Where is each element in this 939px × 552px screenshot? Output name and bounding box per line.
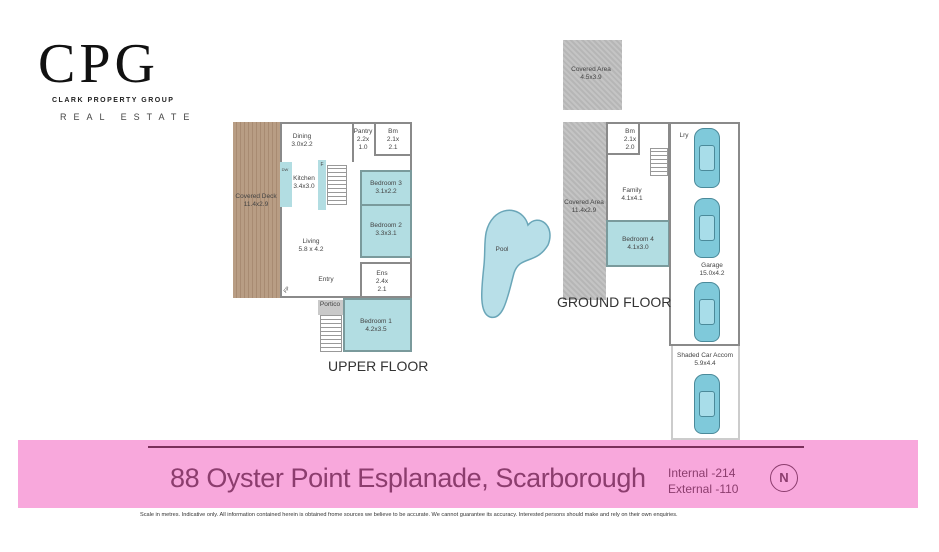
bedroom-4 [606,220,670,267]
address-band: 88 Oyster Point Esplanade, Scarborough I… [18,440,918,508]
garage-walls [669,122,740,346]
divider [148,446,804,448]
external-area: External -110 [668,482,739,496]
car-icon [694,198,720,258]
room-label: Portico [319,301,341,308]
upper-stairs-entry [320,315,342,352]
portico-area [318,300,343,315]
logo-letters: CPG [38,33,159,95]
car-icon [694,128,720,188]
car-icon [694,282,720,342]
room-label: Lry [679,132,689,139]
ground-floor-title: GROUND FLOOR [557,294,672,310]
bedroom-1 [343,298,412,352]
logo: CPG CLARK PROPERTY GROUP REAL ESTATE [38,36,208,126]
internal-area: Internal -214 [668,466,736,480]
room-label: Entry [318,276,334,283]
wall [352,122,354,162]
kitchen-bench [280,162,292,207]
covered-area-top [563,40,622,110]
ground-stairs [650,148,668,176]
upper-floor-title: UPPER FLOOR [328,358,429,374]
car-icon [694,374,720,434]
fridge-mark: F [320,162,324,168]
property-address: 88 Oyster Point Esplanade, Scarborough [170,463,646,493]
room-label: Pool [495,246,509,253]
upper-stairs-internal [327,165,347,205]
kitchen-island [318,160,326,210]
logo-company-name: CLARK PROPERTY GROUP [52,97,175,104]
bedroom-2 [360,204,412,258]
bathroom-walls [606,122,640,155]
dishwasher-mark: DW [281,167,289,172]
wall [374,122,412,156]
north-compass-icon: N [770,464,798,492]
disclaimer: Scale in metres. Indicative only. All in… [140,512,678,518]
covered-deck [233,122,280,298]
logo-tagline: REAL ESTATE [60,112,197,122]
pool-shape [481,209,551,318]
ensuite-walls [360,262,412,298]
car-accom-walls [671,346,740,440]
covered-area-side [563,122,606,300]
